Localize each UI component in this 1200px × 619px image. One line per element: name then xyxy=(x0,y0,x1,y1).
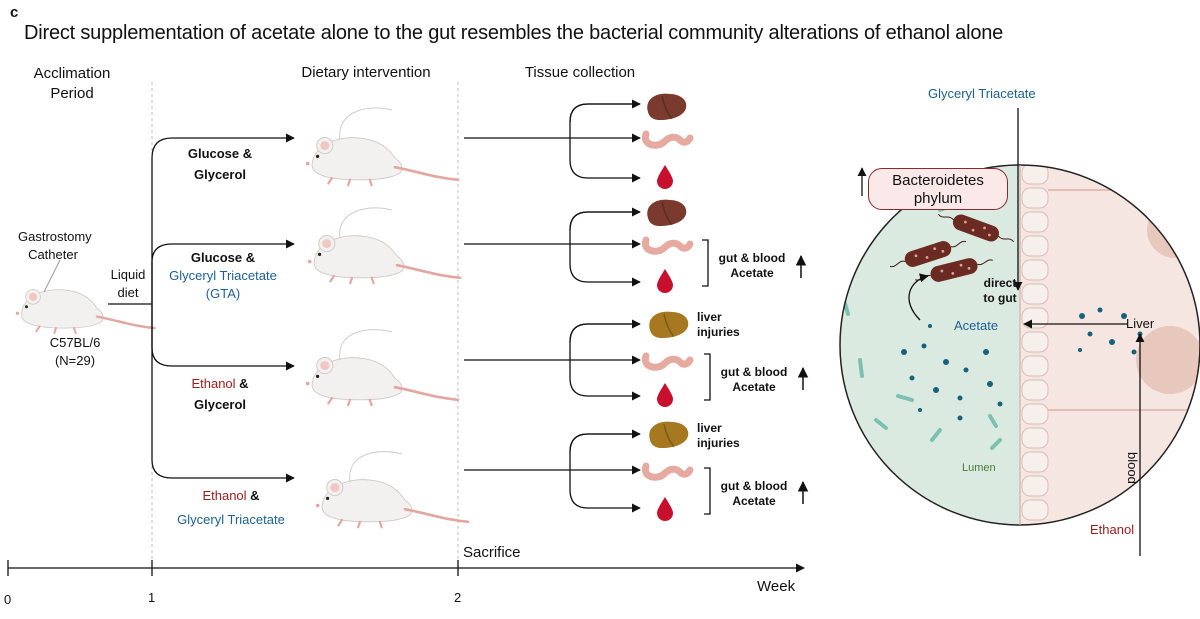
liver-icon xyxy=(648,310,690,339)
blood-drop-icon xyxy=(657,383,673,407)
tick-0: 0 xyxy=(4,592,12,607)
catheter-line1: Gastrostomy xyxy=(18,229,92,244)
outcome-g4-liver-line2: injuries xyxy=(697,436,740,450)
outcome-g4-liver: liver injuries xyxy=(697,421,747,451)
panel-label: c xyxy=(10,4,19,21)
liquid-line1: Liquid xyxy=(110,267,146,282)
liquid-diet-label: Liquid diet xyxy=(104,266,152,302)
header-acclimation-line1: Acclimation xyxy=(33,65,111,82)
outcome-g3-acetate: gut & blood Acetate xyxy=(714,365,794,395)
mouse-icon xyxy=(14,288,156,335)
lumen-label: Lumen xyxy=(962,462,996,474)
outcome-g4-line1: gut & blood xyxy=(720,479,788,493)
header-acclimation: Acclimation Period xyxy=(14,64,130,104)
header-dietary: Dietary intervention xyxy=(301,64,431,81)
group-1-label: Glucose & Glycerol xyxy=(168,143,272,185)
bacteroidetes-line1: Bacteroidetes xyxy=(892,172,984,189)
tick-1: 1 xyxy=(148,590,156,605)
blood-drop-icon xyxy=(657,497,673,521)
timeline-unit: Week xyxy=(757,578,796,595)
group-4-label: Ethanol & Glyceryl Triacetate xyxy=(156,484,306,532)
strain-label: C57BL/6 (N=29) xyxy=(35,334,115,370)
blood-drop-icon xyxy=(657,269,673,293)
gut-icon xyxy=(645,356,690,367)
tick-2: 2 xyxy=(454,590,462,605)
group-2-label: Glucose & Glyceryl Triacetate (GTA) xyxy=(158,249,288,303)
group-4-line1: Ethanol & xyxy=(156,484,306,508)
gut-icon xyxy=(645,240,690,251)
bacteroidetes-line2: phylum xyxy=(913,190,963,207)
mouse-icon xyxy=(314,478,470,529)
group-2-line3: (GTA) xyxy=(205,286,241,301)
blood-label: blood xyxy=(1125,452,1140,484)
blood-drop-icon xyxy=(657,165,673,189)
group-4-ethanol: Ethanol xyxy=(202,488,247,503)
liver-icon xyxy=(648,420,690,449)
direct-line1: direct xyxy=(983,276,1017,290)
group-3-label: Ethanol & Glycerol xyxy=(168,373,272,415)
outcome-g4-acetate: gut & blood Acetate xyxy=(714,479,794,509)
outcome-g3-line1: gut & blood xyxy=(720,365,788,379)
header-acclimation-line2: Period xyxy=(50,85,94,102)
strain-line1: C57BL/6 xyxy=(49,335,101,350)
group-3-line2: Glycerol xyxy=(193,397,247,412)
group-3-line1: Ethanol & xyxy=(168,373,272,394)
liquid-line2: diet xyxy=(117,285,139,300)
group-1-line1: Glucose & xyxy=(187,146,253,161)
mouse-icon xyxy=(304,136,460,187)
outcome-g3-liver-line2: injuries xyxy=(697,325,740,339)
gut-icon xyxy=(645,466,690,477)
inset-acetate-label: Acetate xyxy=(954,318,999,333)
outcome-g4-liver-line1: liver xyxy=(697,421,722,435)
mouse-icon xyxy=(306,234,462,285)
inset-gta-label: Glyceryl Triacetate xyxy=(928,86,1036,101)
header-tissue: Tissue collection xyxy=(524,64,636,81)
outcome-g4-line2: Acetate xyxy=(732,494,776,508)
outcome-g3-line2: Acetate xyxy=(732,380,776,394)
outcome-g2-line2: Acetate xyxy=(730,266,774,280)
catheter-label: Gastrostomy Catheter xyxy=(18,228,92,264)
strain-line2: (N=29) xyxy=(54,353,96,368)
group-2-line1: Glucose & xyxy=(190,250,256,265)
outcome-g2-line1: gut & blood xyxy=(718,251,786,265)
outcome-g3-liver: liver injuries xyxy=(697,310,747,340)
inset-ethanol-label: Ethanol xyxy=(1090,522,1135,537)
figure-title: Direct supplementation of acetate alone … xyxy=(24,22,1004,44)
inset-liver-label: Liver xyxy=(1126,316,1155,331)
liver-icon xyxy=(646,198,688,227)
outcome-g3-liver-line1: liver xyxy=(697,310,722,324)
catheter-line2: Catheter xyxy=(28,247,78,262)
direct-to-gut-label: direct to gut xyxy=(976,276,1024,306)
group-2-line2: Glyceryl Triacetate xyxy=(169,268,277,283)
group-4-line2: Glyceryl Triacetate xyxy=(177,512,285,527)
outcome-g2-acetate: gut & blood Acetate xyxy=(712,251,792,281)
direct-line2: to gut xyxy=(983,291,1017,305)
group-3-amp: & xyxy=(235,376,249,391)
group-3-ethanol: Ethanol xyxy=(191,376,236,391)
bacteroidetes-label: Bacteroidetes phylum xyxy=(868,168,1008,210)
sacrifice-label: Sacrifice xyxy=(463,544,521,561)
gut-icon xyxy=(645,134,690,145)
group-4-amp: & xyxy=(246,488,260,503)
mouse-icon xyxy=(304,356,460,407)
liver-icon xyxy=(646,92,688,121)
group-1-line2: Glycerol xyxy=(193,167,247,182)
